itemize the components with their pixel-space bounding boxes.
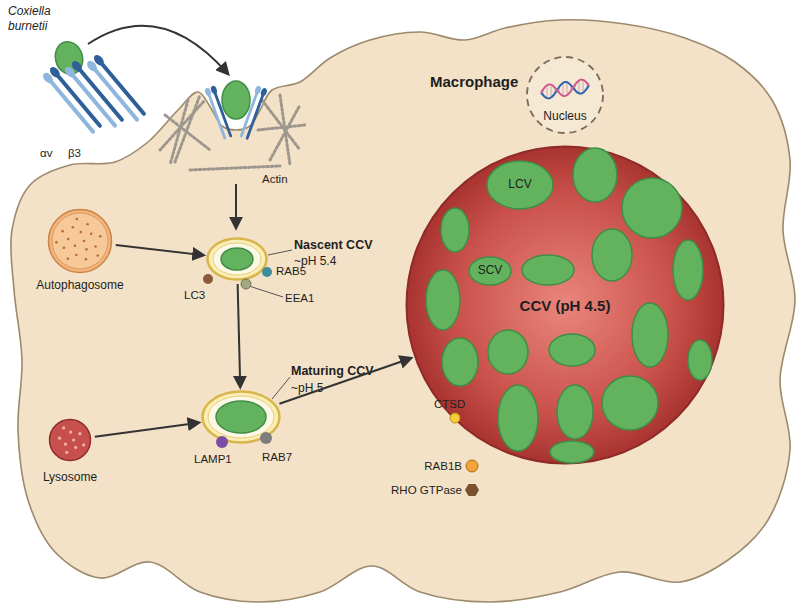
granule xyxy=(85,248,88,251)
lysosome-shape xyxy=(50,420,91,461)
lysosome-circle: Lysosome xyxy=(48,418,92,462)
node-label: ~pH 5.4 xyxy=(294,254,404,269)
granule xyxy=(65,451,68,454)
dna-rung xyxy=(567,82,568,95)
dna-rung xyxy=(563,83,564,96)
node-label: Nucleus xyxy=(525,109,605,124)
node-label: Lysosome xyxy=(26,470,114,485)
node-shape xyxy=(54,40,84,76)
node-shape xyxy=(206,237,268,281)
granule xyxy=(55,241,58,244)
granule xyxy=(79,231,82,234)
bacterium-shape xyxy=(52,39,87,78)
part-label: RHO GTPase xyxy=(362,483,462,497)
part-label: RAB5 xyxy=(276,264,316,278)
granule xyxy=(67,257,70,260)
node-shape xyxy=(47,208,113,274)
granule xyxy=(67,238,70,241)
node-label: Maturing CCV xyxy=(291,364,401,379)
granule xyxy=(90,233,93,236)
vacuole-circle: LCV SCV CCV (pH 4.5) xyxy=(405,145,725,465)
bacterium-shape xyxy=(469,257,511,285)
dna-rung xyxy=(551,85,552,98)
granule xyxy=(96,254,99,257)
node-label: Nascent CCV xyxy=(294,238,404,253)
dna-rung xyxy=(547,85,548,98)
dna-strand xyxy=(541,80,589,96)
vacuole-membrane xyxy=(407,147,724,464)
part-label: LAMP1 xyxy=(194,452,240,466)
granule xyxy=(82,443,85,446)
granule xyxy=(85,258,88,261)
node-label: ~pH 5 xyxy=(291,381,401,396)
dna-rung xyxy=(583,80,584,93)
autophagosome-circle: Autophagosome xyxy=(47,208,113,274)
part-label: EEA1 xyxy=(285,291,325,305)
autophagosome-inner xyxy=(52,213,108,269)
granule xyxy=(99,235,102,238)
granule xyxy=(75,254,78,257)
bacterium-node: Coxiella burnetii xyxy=(54,40,84,76)
granule xyxy=(63,246,66,249)
bacterium-node: SCV xyxy=(468,256,512,286)
node-label: Autophagosome xyxy=(25,278,135,293)
engulfed-bacterium xyxy=(222,81,250,119)
vacuole-membrane xyxy=(208,239,267,280)
nucleus-circle: Nucleus xyxy=(525,55,605,135)
granule xyxy=(76,218,79,221)
granule xyxy=(78,432,81,435)
granule xyxy=(58,437,61,440)
vacuole-ring: Maturing CCV~pH 5 xyxy=(201,390,281,444)
part-label: β3 xyxy=(68,146,90,160)
bacterium-shape xyxy=(487,161,553,209)
vacuole-membrane xyxy=(203,392,280,443)
granule xyxy=(74,446,77,449)
vacuole-lumen xyxy=(208,396,274,438)
granule xyxy=(71,226,74,229)
granule xyxy=(61,230,64,233)
bacterium-node: LCV xyxy=(486,160,554,210)
bacterium-shape xyxy=(221,248,253,270)
granule xyxy=(69,431,72,434)
uptake-arrow xyxy=(88,26,228,74)
node-shape xyxy=(201,390,281,444)
granule xyxy=(94,245,97,248)
node-label: CCV (pH 4.5) xyxy=(500,298,630,313)
vacuole-lumen xyxy=(213,243,261,275)
vacuole-ring: Nascent CCV~pH 5.4 xyxy=(206,237,268,281)
node-label: Macrophage xyxy=(430,74,530,89)
granule xyxy=(83,240,86,243)
bacterium-shape xyxy=(216,401,266,433)
part-label: RAB1B xyxy=(400,459,462,473)
autophagosome-shape xyxy=(49,210,112,273)
granule xyxy=(62,426,65,429)
dna-rung xyxy=(579,80,580,93)
granule xyxy=(74,244,77,247)
granule xyxy=(64,443,67,446)
granule xyxy=(72,438,75,441)
integrin-symbol xyxy=(41,65,103,134)
granule xyxy=(86,223,89,226)
part-label: CTSD xyxy=(434,397,474,411)
cell-membrane xyxy=(11,20,795,602)
part-label: αv xyxy=(40,146,62,160)
node-label: LCV xyxy=(486,177,554,192)
node-label: SCV xyxy=(468,263,512,278)
node-label: Coxiella burnetii xyxy=(8,4,72,34)
node-shape xyxy=(48,418,92,462)
part-label: LC3 xyxy=(184,288,214,302)
part-label: RAB7 xyxy=(262,450,302,464)
integrin-symbol xyxy=(85,53,147,122)
part-label: Actin xyxy=(262,172,302,186)
